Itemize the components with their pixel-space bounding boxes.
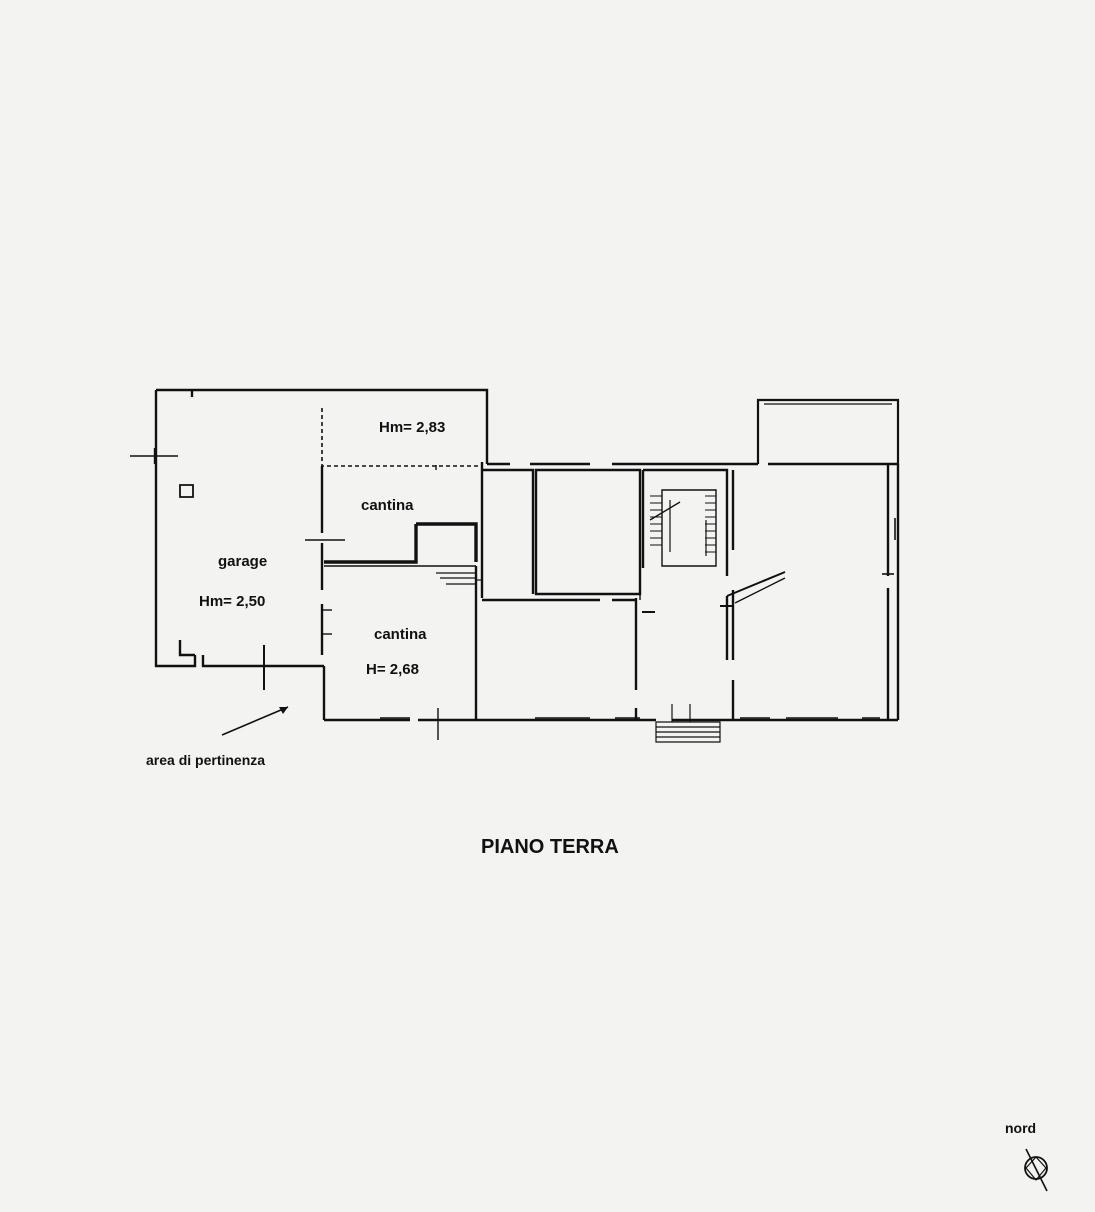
staircase (649, 495, 716, 556)
window-marks (130, 448, 880, 740)
cantina-bottom-height-label: H= 2,68 (366, 661, 419, 678)
upper-room-height-label: Hm= 2,83 (379, 419, 445, 436)
floor-title: PIANO TERRA (481, 836, 619, 858)
entrance-steps (655, 704, 721, 743)
garage-height-label: Hm= 2,50 (199, 593, 265, 610)
area-leader-arrow (221, 706, 289, 736)
cantina-top-label: cantina (361, 497, 414, 514)
garage-label: garage (218, 553, 267, 570)
north-arrow-icon (1024, 1148, 1048, 1192)
north-label: nord (1005, 1120, 1036, 1136)
area-di-pertinenza-label: area di pertinenza (146, 752, 265, 768)
cantina-bottom-label: cantina (374, 626, 427, 643)
floor-plan-walls (154, 388, 900, 722)
